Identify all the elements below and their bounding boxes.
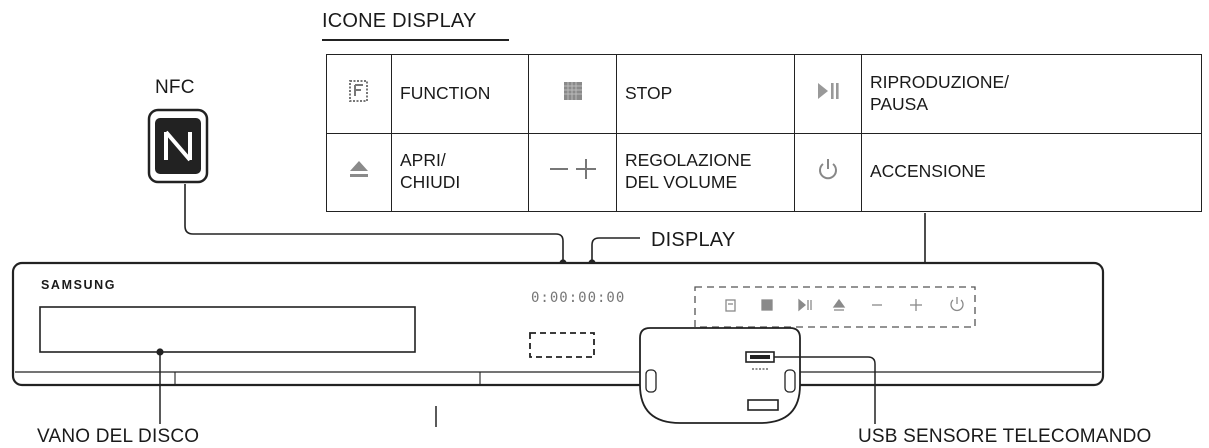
panel-power-icon <box>950 299 964 312</box>
flap-tab <box>747 399 779 411</box>
panel-stop-icon <box>761 299 773 311</box>
function-icon <box>349 79 368 102</box>
panel-play-pause-icon <box>798 298 807 312</box>
display-readout: 0:00:00:00 <box>531 290 626 306</box>
legend-icon-cell <box>528 54 617 134</box>
legend-label-play-pause: RIPRODUZIONE/ PAUSA <box>861 54 1202 134</box>
legend-title-underline <box>322 39 509 41</box>
disc-tray-leader-dot <box>156 348 164 356</box>
display-leader-line <box>591 237 640 262</box>
nfc-label: NFC <box>155 77 195 98</box>
disc-tray <box>39 306 416 353</box>
power-icon <box>819 159 837 180</box>
play-pause-icon <box>818 82 839 99</box>
volume-icon <box>549 159 596 180</box>
stop-icon <box>563 81 582 100</box>
flap-hinge-right <box>784 369 796 393</box>
disc-tray-label: VANO DEL DISCO <box>37 426 200 447</box>
nfc-icon <box>147 108 209 184</box>
control-panel-outline <box>694 286 976 328</box>
legend-label-stop: STOP <box>616 54 795 134</box>
usb-leader-line <box>774 356 876 424</box>
eject-icon <box>350 161 368 178</box>
legend-icon-cell <box>794 132 862 212</box>
samsung-logo: SAMSUNG <box>41 278 117 292</box>
legend-row: FUNCTION STOP RIPRODUZIONE/ PAUSA <box>326 54 1202 134</box>
legend-label-eject: APRI/ CHIUDI <box>391 132 529 212</box>
legend-row: APRI/ CHIUDI REGOLAZIONE DEL VOLUME ACCE… <box>326 132 1202 212</box>
legend-icon-cell <box>528 132 617 212</box>
legend-label-power: ACCENSIONE <box>861 132 1202 212</box>
legend-title: ICONE DISPLAY <box>322 10 477 32</box>
remote-sensor-area <box>529 332 595 358</box>
legend-icon-cell <box>326 132 392 212</box>
panel-eject-icon <box>832 298 846 308</box>
usb-remote-sensor-label: USB SENSORE TELECOMANDO <box>858 426 1152 447</box>
flap-hinge-left <box>645 369 657 393</box>
legend-icon-cell <box>326 54 392 134</box>
legend-label-function: FUNCTION <box>391 54 529 134</box>
nfc-leader-line <box>184 184 564 262</box>
device-body <box>11 261 1105 387</box>
legend-icon-cell <box>794 54 862 134</box>
display-label: DISPLAY <box>651 229 736 251</box>
panel-function-icon <box>725 299 736 312</box>
display-icons-legend: FUNCTION STOP RIPRODUZIONE/ PAUSA <box>326 54 1202 212</box>
legend-label-volume: REGOLAZIONE DEL VOLUME <box>616 132 795 212</box>
